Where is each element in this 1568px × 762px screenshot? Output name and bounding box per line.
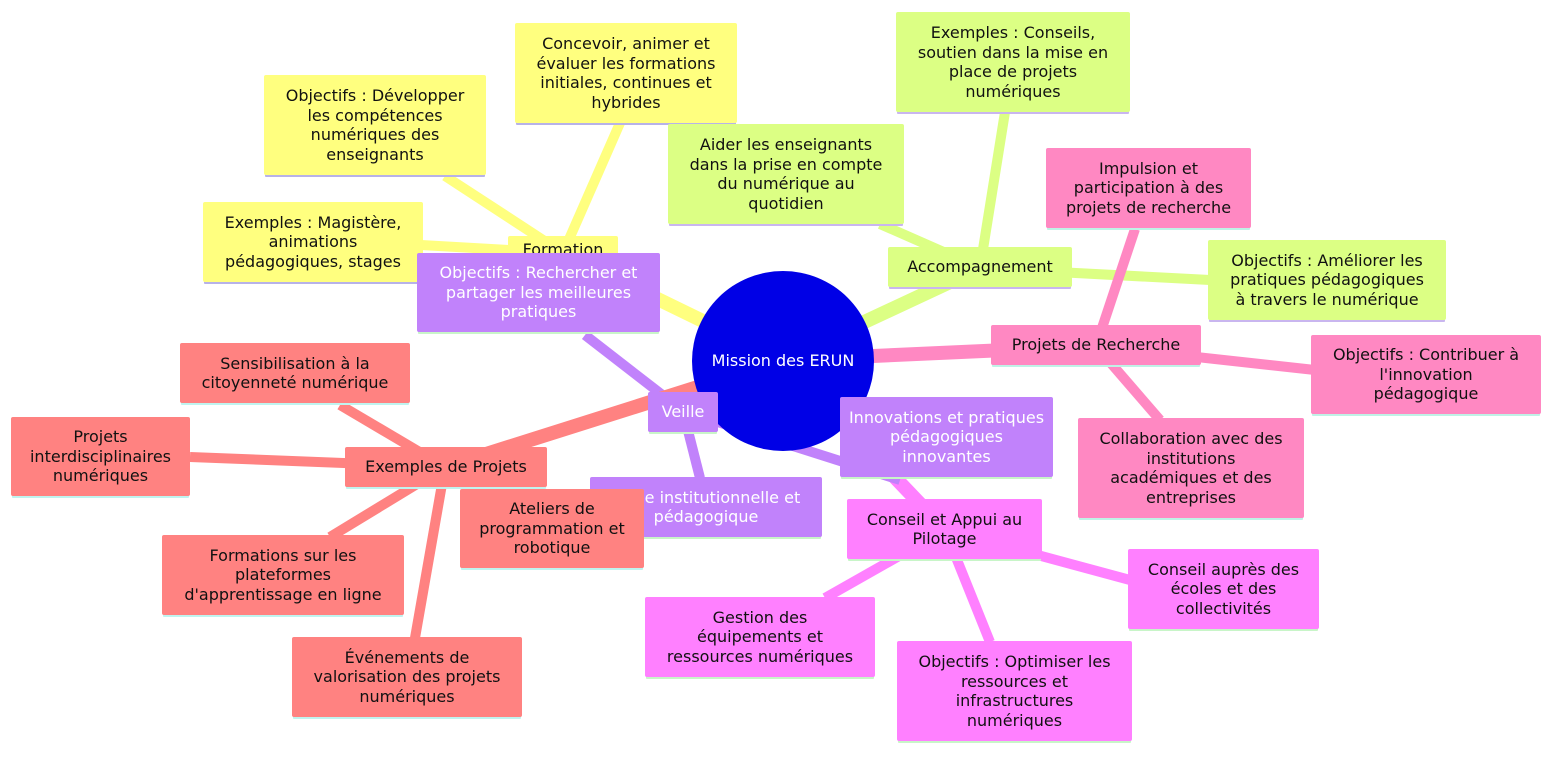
recherche-impulsion-node[interactable]: Impulsion et participation à des projets… [1046,148,1251,228]
veille-innovations-node[interactable]: Innovations et pratiques pédagogiques in… [840,397,1053,477]
accompagnement-node[interactable]: Accompagnement [888,247,1072,287]
projets-sensibilisation-node[interactable]: Sensibilisation à la citoyenneté numériq… [180,343,410,403]
veille-objectifs-node[interactable]: Objectifs : Rechercher et partager les m… [417,253,660,332]
projets-node[interactable]: Exemples de Projets [345,447,547,487]
accompagnement-objectifs-node[interactable]: Objectifs : Améliorer les pratiques péda… [1208,240,1446,320]
projets-interdisciplinaires-node[interactable]: Projets interdisciplinaires numériques [11,417,190,496]
recherche-collaboration-node[interactable]: Collaboration avec des institutions acad… [1078,418,1304,518]
veille-node[interactable]: Veille [648,392,718,432]
recherche-objectifs-node[interactable]: Objectifs : Contribuer à l'innovation pé… [1311,335,1541,414]
pilotage-gestion-node[interactable]: Gestion des équipements et ressources nu… [645,597,875,677]
formation-exemples-node[interactable]: Exemples : Magistère, animations pédagog… [203,202,423,282]
accompagnement-exemples-node[interactable]: Exemples : Conseils, soutien dans la mis… [896,12,1130,112]
pilotage-objectifs-node[interactable]: Objectifs : Optimiser les ressources et … [897,641,1132,741]
projets-formations-node[interactable]: Formations sur les plateformes d'apprent… [162,535,404,615]
pilotage-node[interactable]: Conseil et Appui au Pilotage [847,499,1042,559]
formation-concevoir-node[interactable]: Concevoir, animer et évaluer les formati… [515,23,737,123]
formation-objectifs-node[interactable]: Objectifs : Développer les compétences n… [264,75,486,175]
pilotage-conseil-node[interactable]: Conseil auprès des écoles et des collect… [1128,549,1319,629]
accompagnement-aider-node[interactable]: Aider les enseignants dans la prise en c… [668,124,904,224]
recherche-node[interactable]: Projets de Recherche [991,325,1201,365]
projets-ateliers-node[interactable]: Ateliers de programmation et robotique [460,489,644,568]
projets-evenements-node[interactable]: Événements de valorisation des projets n… [292,637,522,717]
